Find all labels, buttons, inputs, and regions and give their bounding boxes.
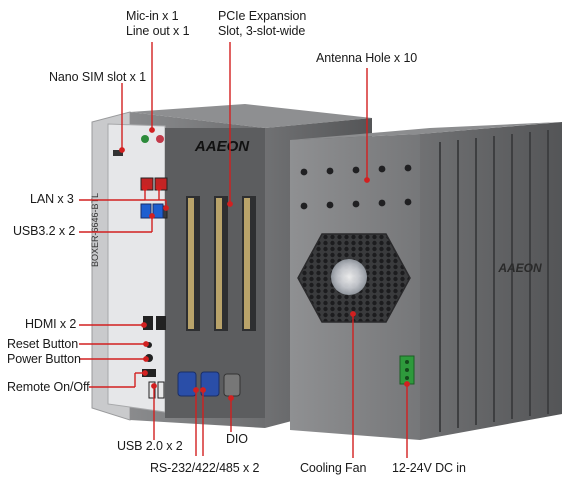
label-remote: Remote On/Off bbox=[7, 380, 90, 394]
label-lan: LAN x 3 bbox=[30, 192, 74, 206]
side-brand-logo: AAEON bbox=[497, 261, 542, 275]
label-reset: Reset Button bbox=[7, 337, 79, 351]
label-nano-sim: Nano SIM slot x 1 bbox=[49, 70, 146, 84]
dio-port bbox=[223, 373, 241, 397]
remote-switch-shape bbox=[142, 369, 156, 377]
fan-hub bbox=[331, 259, 367, 295]
usb32-port-2 bbox=[152, 203, 164, 219]
label-pcie-2: Slot, 3-slot-wide bbox=[218, 24, 306, 38]
label-dio: DIO bbox=[226, 432, 248, 446]
mic-in-jack bbox=[156, 135, 164, 143]
left-top-face bbox=[130, 104, 372, 128]
label-dc-in: 12-24V DC in bbox=[392, 461, 466, 475]
label-usb32: USB3.2 x 2 bbox=[13, 224, 76, 238]
label-line-out: Line out x 1 bbox=[126, 24, 190, 38]
usb20-port-1 bbox=[148, 381, 156, 399]
nano-sim-slot bbox=[113, 150, 123, 156]
line-out-jack bbox=[141, 135, 149, 143]
heatsink-side bbox=[420, 122, 562, 440]
label-mic-in: Mic-in x 1 bbox=[126, 9, 179, 23]
label-power: Power Button bbox=[7, 352, 81, 366]
label-cooling-fan: Cooling Fan bbox=[300, 461, 367, 475]
usb20-port-2 bbox=[157, 381, 165, 399]
label-rs232: RS-232/422/485 x 2 bbox=[150, 461, 260, 475]
brand-logo: AAEON bbox=[194, 138, 250, 155]
right-unit: AAEON bbox=[290, 122, 562, 440]
io-plate bbox=[108, 124, 165, 412]
hdmi-port-2 bbox=[156, 316, 166, 330]
callout-lines bbox=[79, 42, 410, 458]
model-text: BOXER-6646-BTL bbox=[90, 193, 100, 267]
com-port-1 bbox=[177, 371, 197, 397]
usb32-port-1 bbox=[140, 203, 152, 219]
hdmi-port-1 bbox=[143, 316, 153, 330]
label-usb20: USB 2.0 x 2 bbox=[117, 439, 183, 453]
label-hdmi: HDMI x 2 bbox=[25, 317, 77, 331]
label-pcie-1: PCIe Expansion bbox=[218, 9, 307, 23]
label-antenna: Antenna Hole x 10 bbox=[316, 51, 418, 65]
antenna-holes bbox=[300, 164, 412, 210]
